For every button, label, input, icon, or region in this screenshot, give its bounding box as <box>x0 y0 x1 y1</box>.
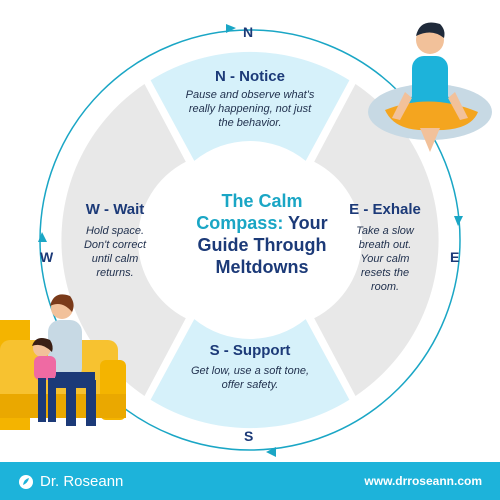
compass-east-label: E <box>450 249 460 265</box>
parent-child-sofa-illustration <box>0 294 126 430</box>
support-title: S - Support <box>209 342 291 359</box>
segment-exhale <box>314 84 439 396</box>
segment-support <box>150 319 350 429</box>
footer-url-link[interactable]: www.drroseann.com <box>364 474 482 488</box>
wait-description: Hold space. Don't correct until calm ret… <box>83 225 146 279</box>
leaf-logo-icon <box>19 474 33 489</box>
exhale-description: Take a slow breath out. Your calm resets… <box>356 225 414 293</box>
center-title-line2-teal: Compass: <box>196 213 284 233</box>
center-title-line1: The Calm <box>221 191 303 211</box>
arrow-nw-icon <box>38 232 47 242</box>
compass-north-label: N <box>243 24 254 40</box>
center-title-line4: Meltdowns <box>215 257 309 277</box>
center-title-line3: Guide Through <box>197 235 327 255</box>
center-title: The Calm Compass: Your Guide Through Mel… <box>192 190 332 278</box>
segment-ring <box>61 51 439 429</box>
support-description: Get low, use a soft tone, offer safety. <box>190 365 309 391</box>
arrow-ne-icon <box>226 24 236 33</box>
exhale-title: E - Exhale <box>349 201 421 218</box>
compass-south-label: S <box>244 428 254 444</box>
segment-notice <box>150 51 350 161</box>
wait-title: W - Wait <box>85 201 145 218</box>
compass-west-label: W <box>40 249 54 265</box>
notice-title: N - Notice <box>214 68 285 85</box>
center-circle <box>166 156 334 324</box>
meditating-person-illustration <box>368 22 492 152</box>
center-title-line2-navy: Your <box>288 213 328 233</box>
footer-brand-text: Dr. Roseann <box>40 473 124 490</box>
notice-description: Pause and observe what's really happenin… <box>185 89 315 129</box>
arrow-sw-icon <box>266 447 276 457</box>
arrow-se-icon <box>454 216 463 226</box>
segment-wait <box>61 84 186 396</box>
footer-brand[interactable]: Dr. Roseann <box>18 473 123 490</box>
footer-bar: Dr. Roseann www.drroseann.com <box>0 462 500 500</box>
